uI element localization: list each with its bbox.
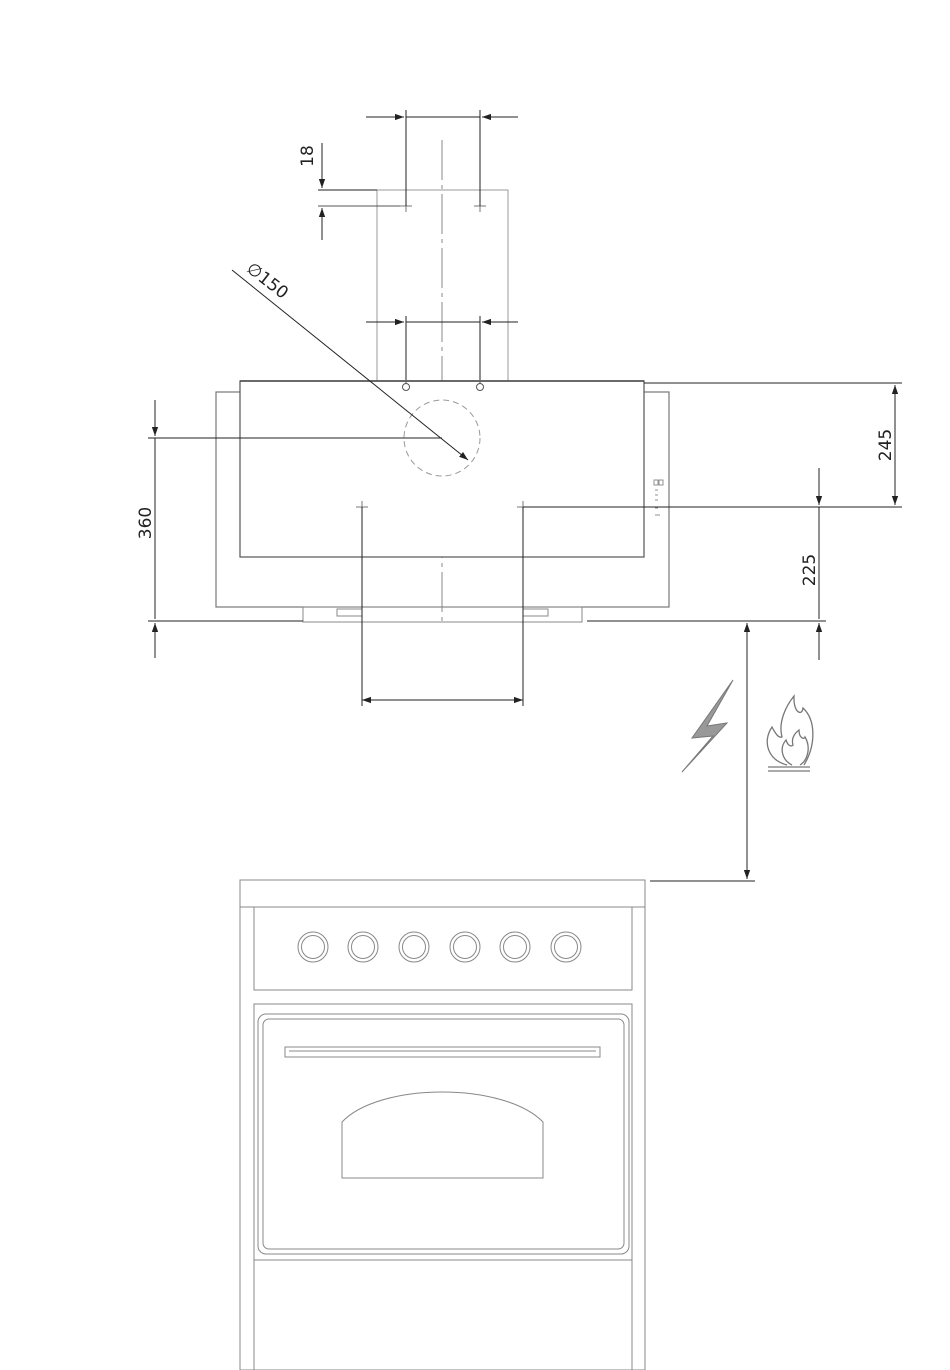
lightning-icon — [682, 680, 733, 772]
dimension-safety-distance — [650, 623, 755, 881]
knob — [551, 932, 581, 962]
cooker — [240, 880, 645, 1370]
knob — [500, 932, 530, 962]
knob — [298, 932, 328, 962]
dimension-18 — [318, 143, 377, 240]
chimney-mount-holes — [318, 200, 486, 212]
duct-diameter-label: ∅150 — [242, 259, 292, 304]
dimension-225-label: 225 — [800, 554, 820, 586]
dimension-360-label: 360 — [136, 507, 156, 539]
knob — [399, 932, 429, 962]
cooker-knobs — [298, 932, 581, 962]
dimension-18-label: 18 — [298, 145, 318, 167]
knob — [450, 932, 480, 962]
control-panel — [654, 480, 663, 515]
flame-icon — [767, 696, 813, 771]
knob — [348, 932, 378, 962]
dimension-245-label: 245 — [876, 429, 896, 461]
